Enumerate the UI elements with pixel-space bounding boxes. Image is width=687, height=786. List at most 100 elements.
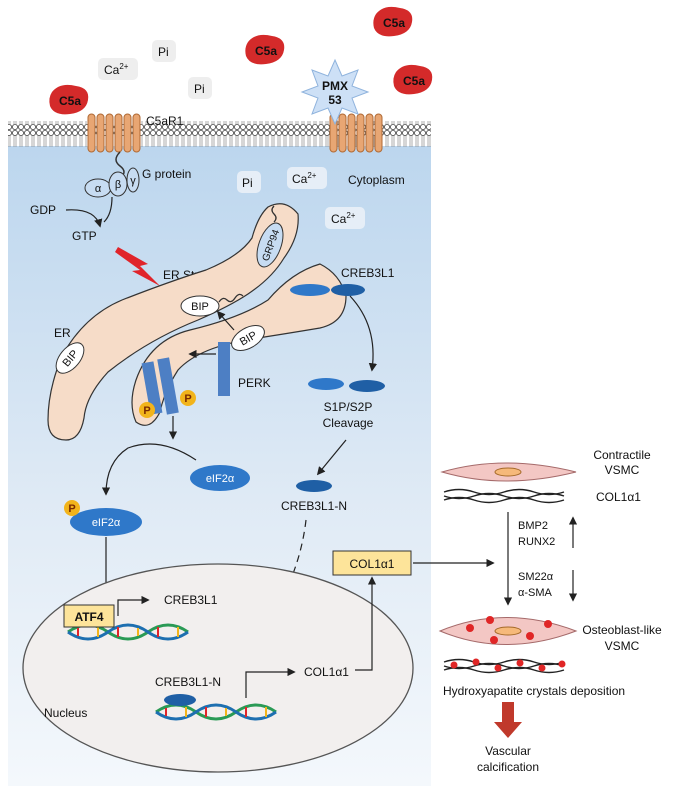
vascular-calcification-label-2: calcification [477,760,539,774]
phospho-badge: P [64,500,80,516]
grp94-protein: GRP94 [256,205,284,268]
vascular-calcification-label-1: Vascular [485,744,531,758]
col1a1-export-arrow [355,576,377,671]
gtp-label: GTP [72,229,97,243]
svg-text:Pi: Pi [194,82,205,96]
c5a-molecule: C5a [245,34,285,65]
phospho-badge: P [139,402,155,418]
creb-n-arrow [316,439,347,476]
contractile-vsmc-cell [440,462,577,482]
vsmc-col1a1-label: COL1α1 [596,490,641,504]
svg-text:Pi: Pi [158,45,169,59]
g-protein-complex: α β γ [84,167,140,198]
atf4-box [63,604,115,628]
g-protein-label: G protein [142,167,191,181]
creb3l1-n-nuclear-label: CREB3L1-N [155,675,221,689]
creb-transcription-arrow [245,667,296,698]
osteoblast-vsmc-cell [438,616,578,645]
svg-text:eIF2α: eIF2α [206,473,235,485]
atf4-label: ATF4 [74,610,103,624]
er-label: ER [54,326,71,340]
perk-monomer [218,342,230,396]
svg-text:C5a: C5a [59,94,81,108]
osteoblast-label-2: VSMC [605,639,640,653]
hydroxyapatite-label: Hydroxyapatite crystals deposition [443,684,625,698]
svg-text:C5a: C5a [403,74,425,88]
phospho-badge: P [180,390,196,406]
svg-text:Ca2+: Ca2+ [104,62,129,77]
bip-protein: BIP [180,293,244,317]
creb3l1-n-bound [164,694,196,706]
creb3l1-protein [290,284,365,296]
bmp2-label: BMP2 [518,520,548,532]
eif2a-phospho-arrow [101,443,197,496]
calcified-collagen-fiber [443,658,566,674]
extracellular-calcium: Ca2+ [98,58,138,80]
c5a-molecule: C5a [49,84,89,115]
creb3l1-n-protein [296,480,332,492]
atf4-transcription-arrow [117,595,150,616]
cytoplasm-calcium: Ca2+ [325,207,365,229]
nucleus [22,563,414,773]
perk-dimer [141,357,179,415]
svg-text:α: α [95,183,102,195]
gprotein-arrow [103,196,113,223]
c5a-molecule: C5a [393,64,433,95]
creb-cleavage-arrow [349,295,378,372]
creb3l1-n-label: CREB3L1-N [281,499,347,513]
eif2a-protein: eIF2α [190,465,250,491]
col1a1-gene-label: COL1α1 [304,665,349,679]
calcification-arrow [494,702,522,738]
c5ar1-receptor-left [87,113,141,179]
svg-text:Ca2+: Ca2+ [292,171,317,186]
creb-n-nuclear-arrow [233,519,307,678]
svg-text:P: P [184,393,191,405]
er-stress-bolt [115,247,160,286]
extracellular-phosphate: Pi [188,77,212,99]
col1a1-box [332,550,412,576]
gdp-label: GDP [30,203,56,217]
asma-label: α-SMA [518,587,553,599]
svg-text:Ca2+: Ca2+ [331,211,356,226]
cytoplasm-phosphate: Pi [237,171,261,193]
osteoblast-label-1: Osteoblast-like [582,623,662,637]
bip-protein: BIP [55,342,85,374]
cleavage-label-1: S1P/S2P [324,400,373,414]
endoplasmic-reticulum [47,203,299,441]
nucleus-label: Nucleus [44,706,87,720]
svg-text:β: β [115,179,121,191]
creb3l1-label: CREB3L1 [341,266,395,280]
svg-text:γ: γ [130,175,136,187]
atf4-target-label: CREB3L1 [164,593,218,607]
c5a-molecule: C5a [373,6,413,37]
svg-text:C5a: C5a [255,44,277,58]
svg-text:P: P [68,503,75,515]
svg-text:C5a: C5a [383,16,405,30]
pmx53-inhibitor: PMX 53 [300,58,370,126]
creb3l1-cleaved [308,378,385,392]
svg-text:53: 53 [328,93,342,107]
sm22a-label: SM22α [518,571,554,583]
extracellular-phosphate: Pi [152,40,176,62]
c5ar1-receptor-right [329,113,383,153]
phospho-eif2a-protein: eIF2α [70,508,142,536]
c5ar1-label: C5aR1 [146,114,184,128]
cytoplasm-label: Cytoplasm [348,173,405,187]
contractile-label-2: VSMC [605,463,640,477]
bip-protein: BIP [231,325,265,351]
svg-text:PMX: PMX [322,79,348,93]
contractile-label-1: Contractile [593,448,651,462]
gdp-gtp-arrow [65,209,103,228]
cytoplasm-calcium: Ca2+ [287,167,327,189]
collagen-fiber [443,488,565,504]
runx2-label: RUNX2 [518,536,555,548]
svg-text:Pi: Pi [242,176,253,190]
svg-text:P: P [143,405,150,417]
svg-text:BIP: BIP [191,301,209,313]
svg-text:eIF2α: eIF2α [92,517,121,529]
cleavage-label-2: Cleavage [323,416,374,430]
bip-release-arrow [216,310,235,331]
perk-label: PERK [238,376,271,390]
col1a1-box-label: COL1α1 [350,557,395,571]
